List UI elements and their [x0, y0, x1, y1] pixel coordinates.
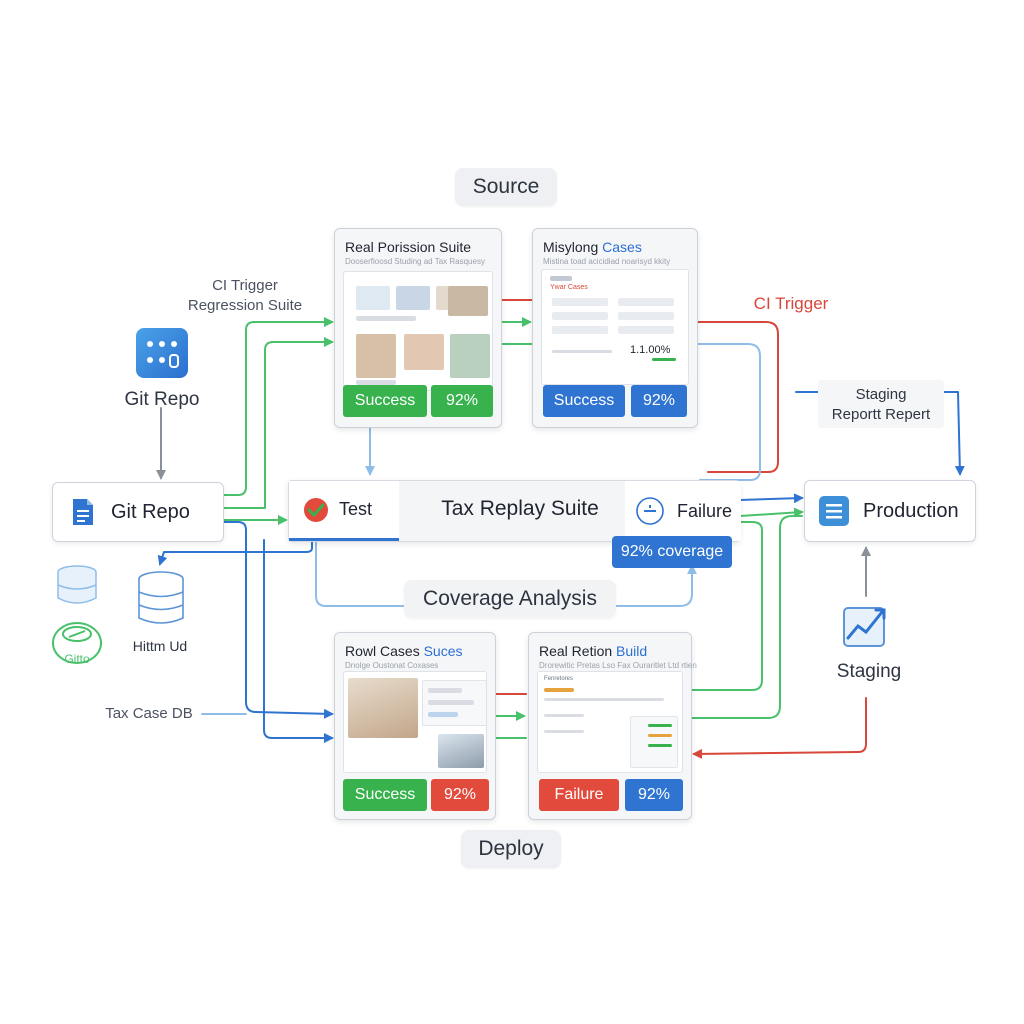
success-badge: Success: [343, 385, 427, 417]
staging-report: Staging Reportt Repert: [818, 380, 944, 428]
card-subtitle: Dnolge Oustonat Coxases: [345, 661, 439, 670]
git-repo-node-label: Git Repo: [111, 500, 190, 523]
pill-icon: [50, 620, 104, 666]
card-subtitle: Drorewitic Pretas Lso Fax Ouraritlet Ltd…: [539, 661, 697, 670]
card-screenshot: Ywar Cases 1.1.00%: [541, 269, 689, 385]
card-regression-suite[interactable]: Real Porission Suite Dooserfioosd Studin…: [334, 228, 502, 428]
inner-heading: Fenretores: [544, 676, 574, 682]
ci-trigger-left: CI Trigger Regression Suite: [180, 276, 310, 316]
ci-trigger-right: CI Trigger: [753, 294, 829, 313]
card-title: Rowl Cases Suces: [345, 643, 463, 659]
success-badge: Success: [343, 779, 427, 811]
production-label: Production: [863, 499, 959, 522]
keypad-icon: [136, 328, 188, 378]
staging-report-line2: Reportt Repert: [831, 406, 931, 423]
metric-value: 1.1.00%: [630, 344, 671, 356]
tax-replay-title: Tax Replay Suite: [441, 497, 599, 520]
database-icon: [134, 570, 188, 628]
staging-report-line1: Staging: [855, 386, 907, 403]
card-screenshot: Fenretores: [537, 671, 683, 773]
staging-label: Staging: [836, 661, 902, 682]
deploy-label: Deploy: [461, 830, 561, 868]
card-screenshot: [343, 271, 493, 391]
card-title: Misylong Cases: [543, 239, 642, 255]
card-title: Real Porission Suite: [345, 239, 472, 255]
failure-segment[interactable]: Failure: [625, 481, 741, 541]
success-badge: Success: [543, 385, 625, 417]
percent-badge: 92%: [431, 385, 493, 417]
inner-heading: Ywar Cases: [550, 284, 588, 291]
card-subtitle: Mistina toad acicidiad noarisyd kkity: [543, 257, 671, 266]
coverage-analysis-label: Coverage Analysis: [404, 580, 616, 618]
git-repo-top-label: Git Repo: [124, 389, 200, 410]
menu-lines-icon: [819, 496, 849, 526]
document-icon: [71, 497, 95, 527]
card-title: Real Retion Build: [539, 643, 648, 659]
test-label: Test: [339, 499, 373, 519]
ci-trigger-left-line2: Regression Suite: [187, 297, 303, 314]
card-row-cases[interactable]: Rowl Cases Suces Dnolge Oustonat Coxases…: [334, 632, 496, 820]
hittm-ud-label: Hittm Ud: [132, 638, 188, 654]
ci-trigger-left-line1: CI Trigger: [212, 277, 278, 294]
gitto-label: Gitto: [64, 652, 90, 666]
git-repo-node[interactable]: Git Repo: [52, 482, 224, 542]
trend-chart-icon: [842, 602, 890, 648]
minus-circle-icon: [635, 496, 665, 526]
database-icon: [54, 564, 100, 606]
test-segment[interactable]: Test: [289, 481, 399, 541]
production-node[interactable]: Production: [804, 480, 976, 542]
percent-badge: 92%: [631, 385, 687, 417]
coverage-badge: 92% coverage: [612, 536, 732, 568]
source-label: Source: [455, 168, 557, 206]
tax-case-db-label: Tax Case DB: [105, 705, 193, 722]
card-subtitle: Dooserfioosd Studing ad Tax Rasquesy: [345, 257, 485, 266]
tax-replay-bar[interactable]: Test Tax Replay Suite Failure: [288, 480, 741, 542]
card-screenshot: [343, 671, 487, 773]
percent-badge: 92%: [431, 779, 489, 811]
failure-label: Failure: [677, 500, 733, 521]
percent-badge: 92%: [625, 779, 683, 811]
check-icon: [303, 497, 329, 523]
card-retion-build[interactable]: Real Retion Build Drorewitic Pretas Lso …: [528, 632, 697, 820]
card-cases[interactable]: Misylong Cases Mistina toad acicidiad no…: [532, 228, 698, 428]
failure-badge: Failure: [539, 779, 619, 811]
